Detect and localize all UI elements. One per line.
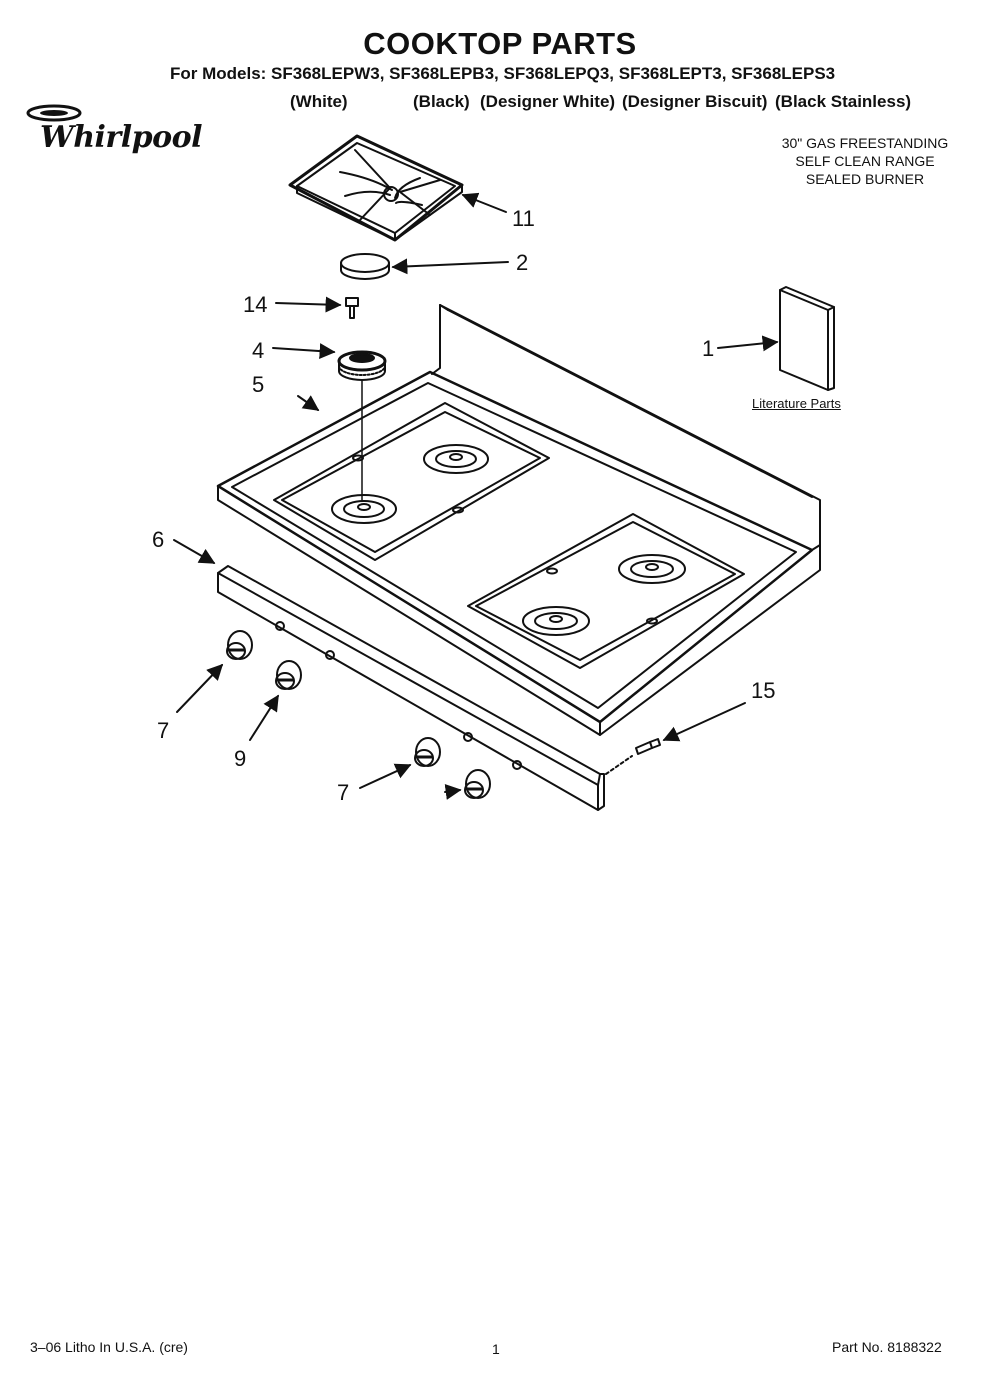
burner-cap [340,253,390,280]
burner-base [337,350,387,381]
callout-number: 15 [751,678,776,703]
callout-leader [444,783,462,800]
color-label-designer-white: (Designer White) [480,92,616,111]
product-description: 30" GAS FREESTANDING SELF CLEAN RANGE SE… [740,134,990,188]
color-label-black-stainless: (Black Stainless) [775,92,912,111]
page-number: 1 [492,1341,500,1357]
footer-print-info: 3–06 Litho In U.S.A. (cre) [30,1339,188,1355]
knob-1 [226,630,253,660]
description-line: SEALED BURNER [805,171,925,187]
knob-3 [414,737,441,767]
side-screw [635,738,661,755]
callout-leader [272,343,336,360]
knob-2 [275,660,302,690]
callout-leader [717,335,779,352]
callout-number: 5 [252,372,265,397]
description-line: 30" GAS FREESTANDING [781,135,949,151]
callout-number: 4 [252,338,265,363]
color-label-white: (White) [290,92,348,111]
cooktop-main-top [216,304,821,736]
literature-card [779,286,835,391]
model-list: For Models: SF368LEPW3, SF368LEPB3, SF36… [170,64,836,83]
callout-number: 2 [516,250,529,275]
callout-leader [297,395,320,411]
callout-leader [359,763,412,789]
control-panel [217,565,605,811]
callout-number: 7 [157,718,170,743]
literature-parts-label: Literature Parts [752,396,841,411]
page-title: COOKTOP PARTS [363,26,637,61]
burner-screw [345,297,359,319]
callout-number: 7 [337,780,350,805]
callout-leader [173,539,216,564]
whirlpool-swoosh-icon [26,104,82,122]
callout-number: 9 [234,746,247,771]
callout-number: 14 [243,292,268,317]
callout-leader [275,296,342,313]
color-label-designer-biscuit: (Designer Biscuit) [622,92,768,111]
callout-leader [249,694,279,741]
callout-leader [662,702,746,742]
callout-number: 1 [702,336,715,361]
color-label-black: (Black) [413,92,470,111]
callout-leader [461,192,507,213]
burner-grate [288,134,464,242]
description-line: SELF CLEAN RANGE [795,153,935,169]
knob-4 [464,769,491,799]
assembly-centerline [605,755,633,775]
callout-number: 11 [512,206,535,231]
callout-number: 6 [152,527,165,552]
part-number: Part No. 8188322 [832,1339,942,1355]
callout-leader [176,663,224,713]
brand-logo: Whirlpool [40,120,203,155]
callout-leader [391,258,509,275]
